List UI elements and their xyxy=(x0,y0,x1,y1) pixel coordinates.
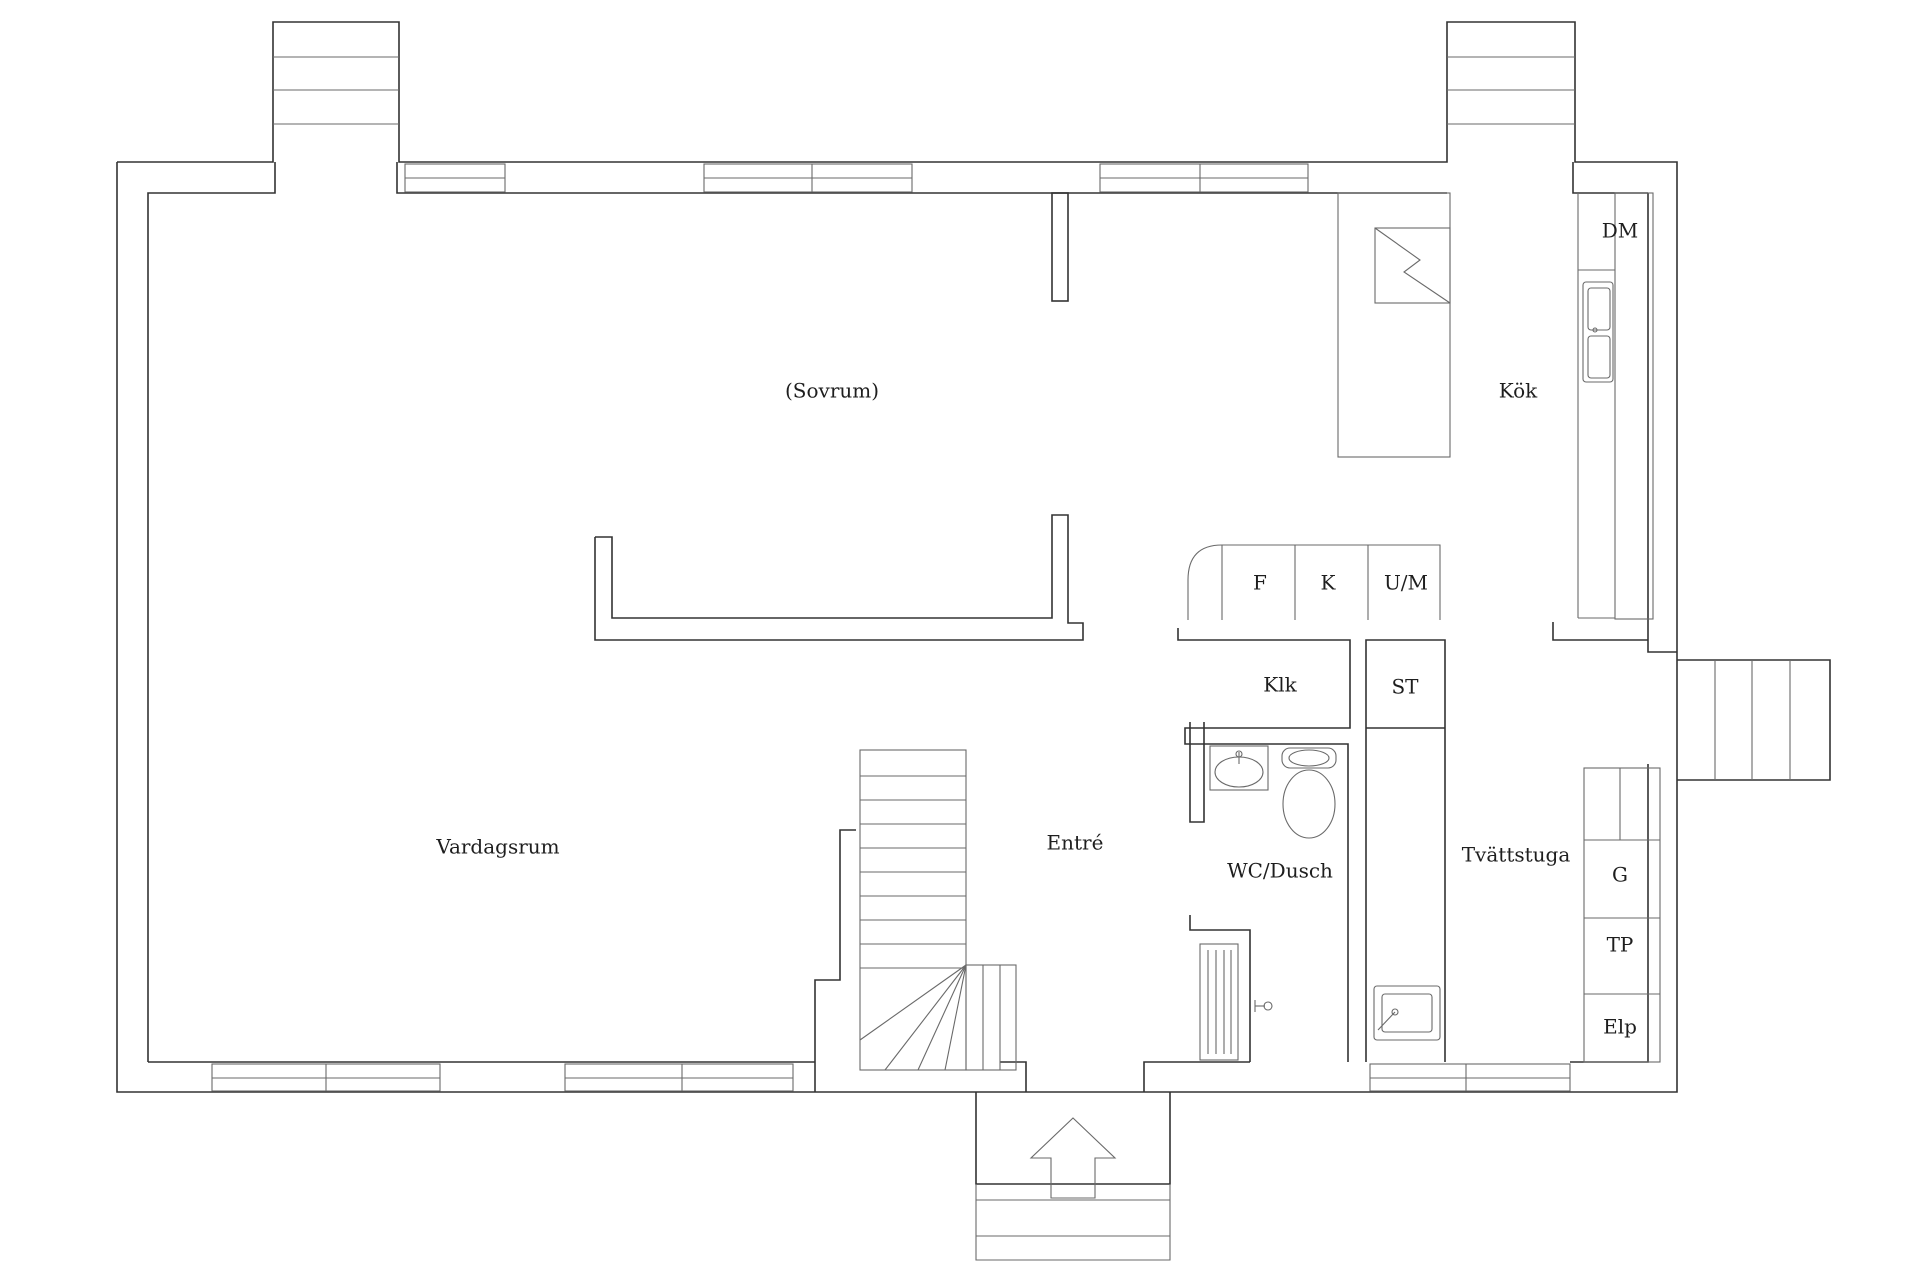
appliance-label-elp: Elp xyxy=(1603,1015,1637,1039)
top-windows xyxy=(404,163,1309,193)
appliance-label-f: F xyxy=(1253,571,1267,595)
shower-head xyxy=(1254,1000,1273,1012)
room-label-vardagsrum: Vardagsrum xyxy=(435,835,559,859)
entrance-step xyxy=(975,1184,1171,1261)
wc-radiator xyxy=(1199,943,1239,1061)
kitchen-counter xyxy=(1577,192,1654,620)
laundry-sink xyxy=(1373,985,1441,1041)
appliance-label-dm: DM xyxy=(1602,219,1639,243)
room-label-wc-dusch: WC/Dusch xyxy=(1227,859,1333,883)
room-label-sovrum: (Sovrum) xyxy=(785,379,879,403)
double-sink xyxy=(1582,281,1614,383)
room-label-kok: Kök xyxy=(1499,379,1538,403)
room-label-tvattstuga: Tvättstuga xyxy=(1462,843,1571,867)
kitchen-island xyxy=(1337,192,1451,458)
interior-walls xyxy=(594,192,1648,1185)
outer-walls xyxy=(116,21,1678,1093)
right-steps xyxy=(1677,659,1831,781)
appliance-label-tp: TP xyxy=(1607,933,1634,957)
laundry-cabinets xyxy=(1583,767,1661,1063)
room-label-st: ST xyxy=(1391,675,1419,699)
appliance-label-k: K xyxy=(1321,571,1337,595)
top-left-chimney xyxy=(273,56,399,125)
appliance-label-um: U/M xyxy=(1384,571,1428,595)
wc-washbasin xyxy=(1209,745,1269,791)
appliance-label-g: G xyxy=(1612,863,1628,887)
wc-toilet xyxy=(1281,747,1337,839)
room-label-entre: Entré xyxy=(1047,831,1104,855)
bottom-windows xyxy=(211,1063,1571,1092)
appliance-cabinets xyxy=(1187,544,1441,620)
arrow-up-icon xyxy=(1029,1117,1117,1199)
top-right-chimney xyxy=(1447,56,1575,125)
room-label-klk: Klk xyxy=(1263,673,1297,697)
staircase xyxy=(859,749,1017,1071)
